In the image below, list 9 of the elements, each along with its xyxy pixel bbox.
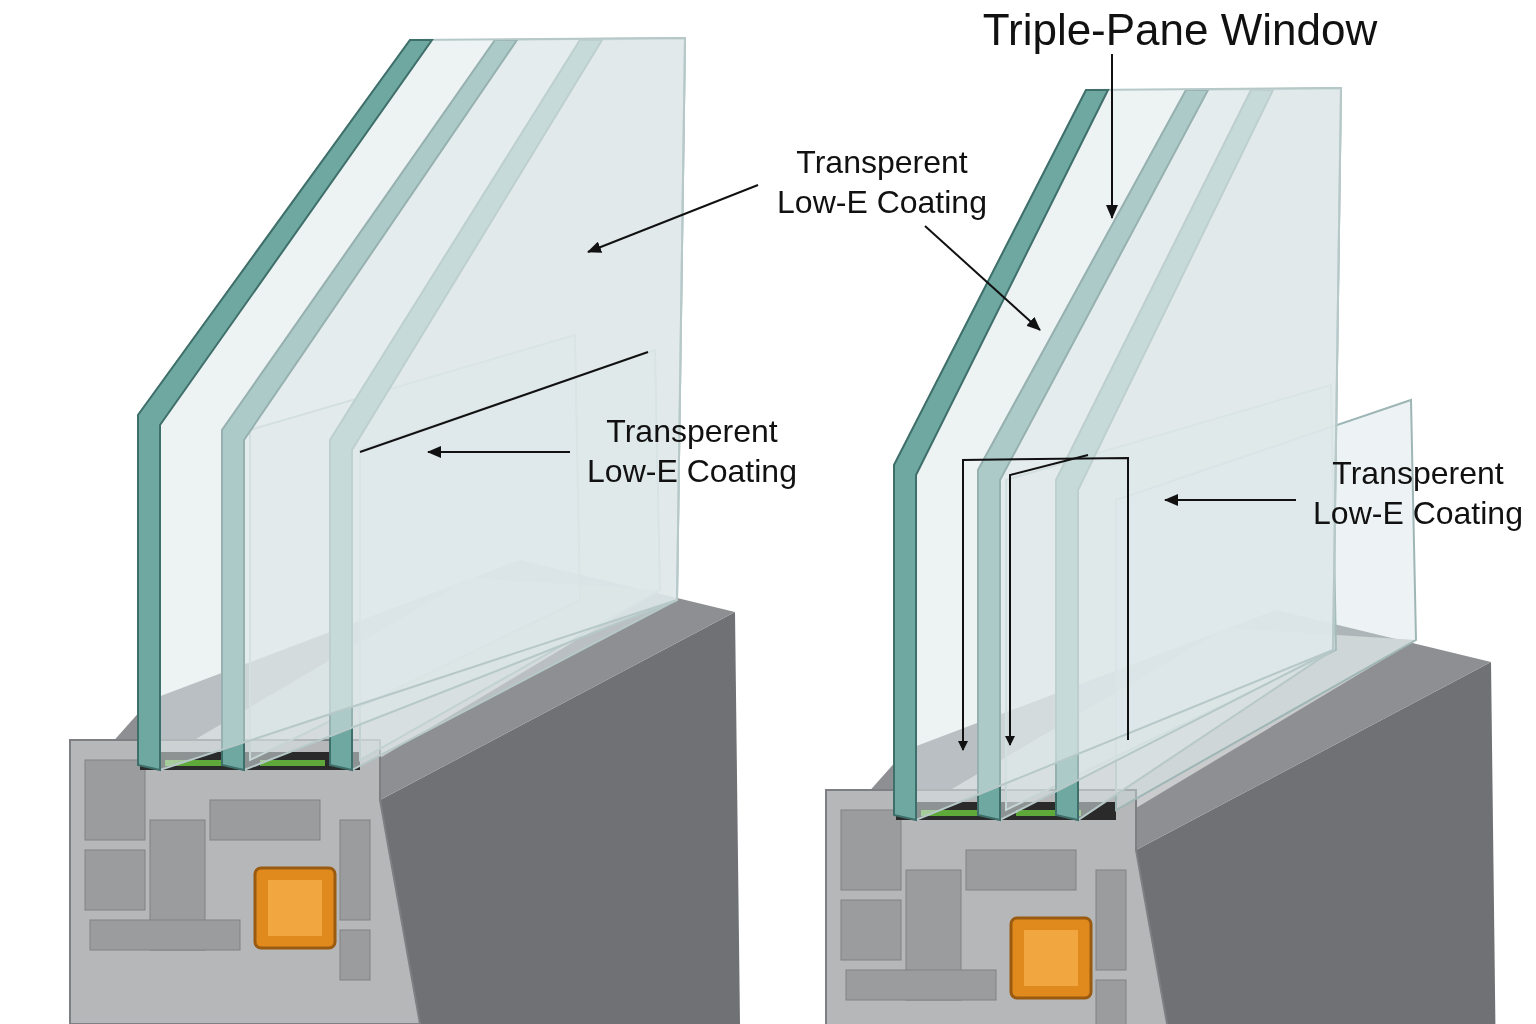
title-label: Triple-Pane Window [960, 2, 1400, 57]
leader-arrow [924, 225, 1041, 331]
leader-arrow [427, 446, 571, 458]
callout-label: Transperent Low-E Coating [1300, 453, 1536, 533]
callout-label: Transperent Low-E Coating [572, 411, 812, 491]
leader-arrow [1164, 494, 1297, 506]
callout-label: Transperent Low-E Coating [762, 142, 1002, 222]
leader-arrow [1106, 53, 1118, 219]
leader-arrow [587, 184, 759, 253]
